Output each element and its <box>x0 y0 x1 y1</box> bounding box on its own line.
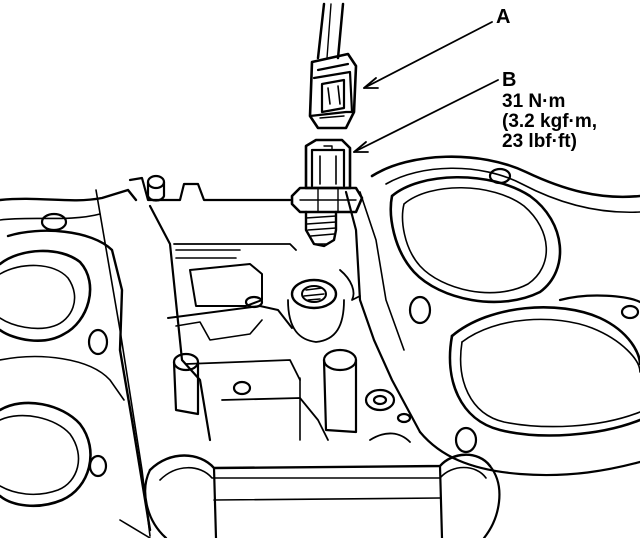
callout-label-b: B <box>502 69 517 91</box>
wire-harness <box>316 2 345 60</box>
arrowhead-b <box>353 141 369 153</box>
torque-spec: 31 N·m (3.2 kgf·m, 23 lbf·ft) <box>502 92 597 152</box>
leader-lines <box>353 21 499 153</box>
connector-a <box>308 52 358 130</box>
torque-line-nm: 31 N·m <box>502 91 566 112</box>
oil-pressure-switch-b <box>290 138 364 248</box>
arrowhead-a <box>363 77 379 89</box>
engine-block <box>0 155 640 538</box>
torque-line-kgfm: (3.2 kgf·m, <box>502 111 598 132</box>
leader-a <box>363 21 493 89</box>
torque-line-lbfft: 23 lbf·ft) <box>502 131 577 152</box>
callout-label-a: A <box>496 6 511 28</box>
leader-b <box>353 79 499 153</box>
